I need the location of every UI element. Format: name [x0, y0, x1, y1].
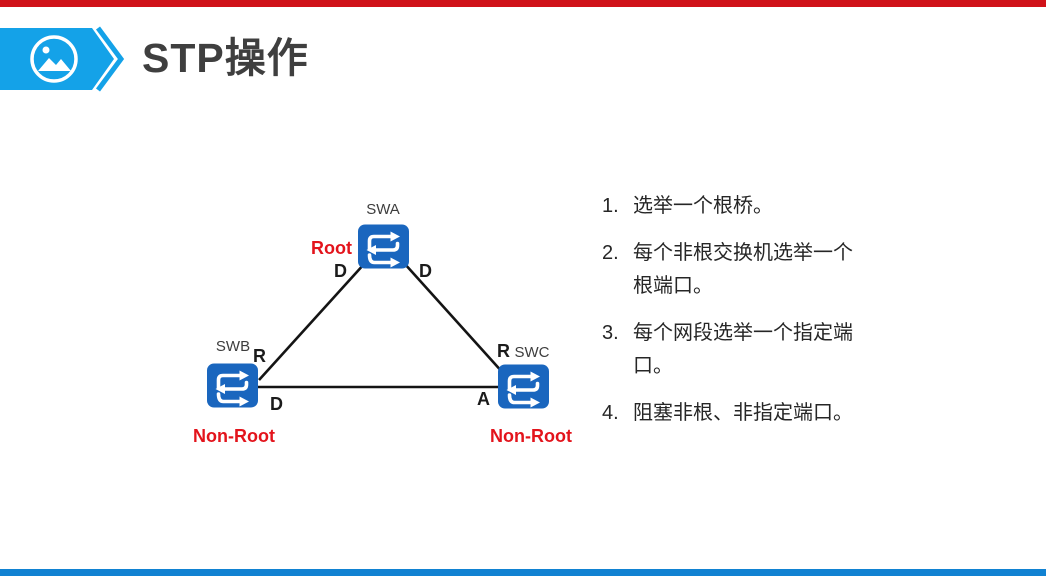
port-label-swc-r: R — [497, 341, 510, 361]
picture-icon — [30, 35, 78, 83]
node-label-swc: SWC — [514, 344, 550, 361]
header-banner — [0, 26, 125, 92]
port-label-swb-r: R — [253, 346, 266, 366]
list-number: 4. — [602, 402, 619, 424]
link-swb-swa — [258, 262, 366, 381]
role-label-nonroot-swc: Non-Root — [490, 426, 572, 446]
port-label-swa-left-d: D — [334, 261, 347, 281]
steps-list: 1. 选举一个根桥。 2. 每个非根交换机选举一个 根端口。 3. 每个网段选举… — [602, 190, 946, 444]
list-item: 2. 每个非根交换机选举一个 根端口。 — [602, 237, 946, 303]
list-number: 3. — [602, 322, 619, 344]
bottom-accent-bar — [0, 569, 1046, 576]
top-accent-bar — [0, 0, 1046, 7]
list-item: 3. 每个网段选举一个指定端 口。 — [602, 317, 946, 383]
list-item: 1. 选举一个根桥。 — [602, 190, 946, 223]
list-text-line: 每个非根交换机选举一个 — [633, 242, 853, 264]
port-label-swa-right-d: D — [419, 261, 432, 281]
switch-icon-swb — [206, 363, 259, 408]
list-number: 1. — [602, 195, 619, 217]
list-text-line: 阻塞非根、非指定端口。 — [633, 402, 853, 424]
list-text-line: 选举一个根桥。 — [633, 195, 773, 217]
page-title: STP操作 — [142, 35, 309, 81]
list-number: 2. — [602, 242, 619, 264]
node-label-swb: SWB — [215, 338, 251, 355]
list-text-line: 每个网段选举一个指定端 — [633, 322, 853, 344]
switch-icon-swc — [497, 364, 550, 409]
role-label-root: Root — [311, 238, 352, 258]
switch-icon-swa — [357, 224, 410, 269]
node-label-swa: SWA — [366, 201, 400, 218]
list-text-line: 口。 — [633, 355, 673, 377]
port-label-swb-d: D — [270, 394, 283, 414]
port-label-swc-a: A — [477, 389, 490, 409]
list-item: 4. 阻塞非根、非指定端口。 — [602, 397, 946, 430]
role-label-nonroot-swb: Non-Root — [193, 426, 275, 446]
list-text-line: 根端口。 — [633, 275, 713, 297]
link-swa-swc — [403, 262, 505, 375]
